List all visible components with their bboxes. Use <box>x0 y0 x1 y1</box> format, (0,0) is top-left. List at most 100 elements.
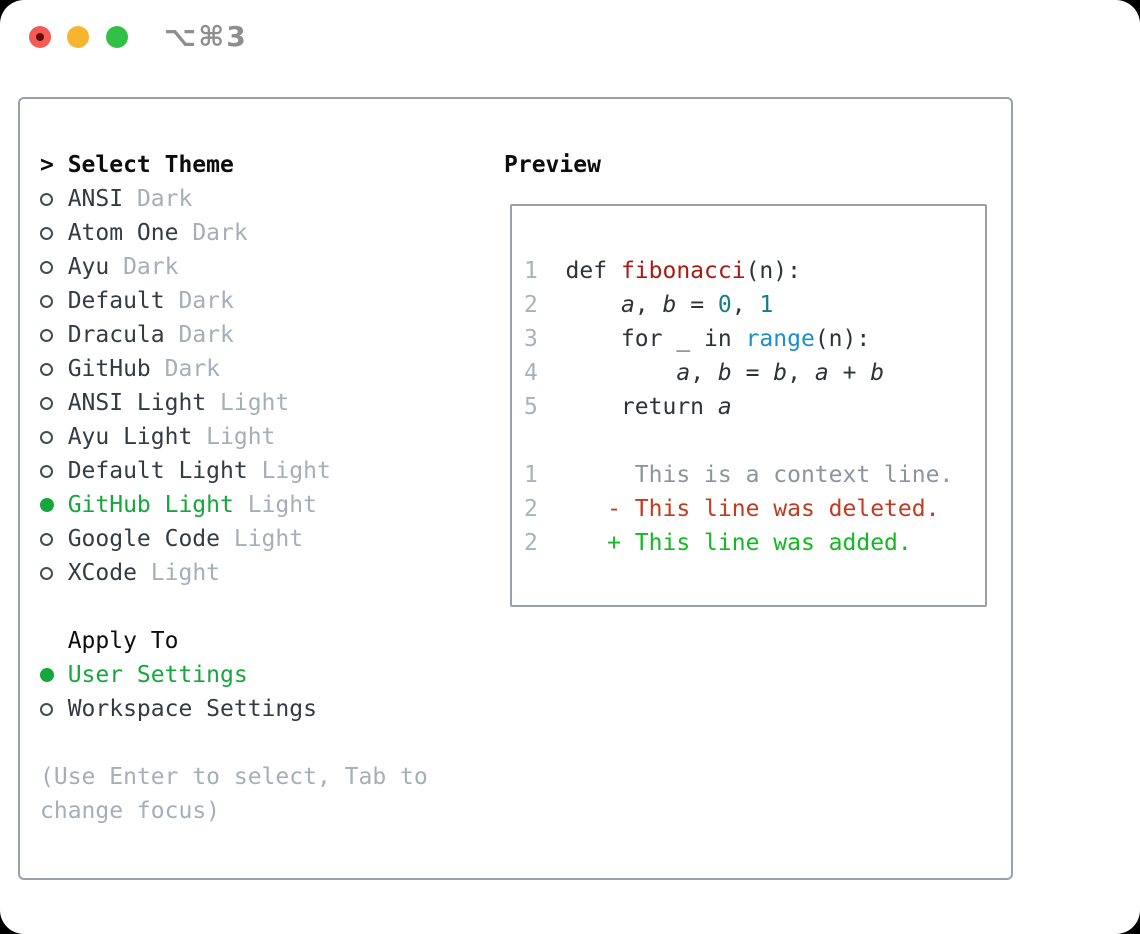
theme-item-ansi[interactable]: ANSI Dark <box>40 182 480 216</box>
select-theme-title: Select Theme <box>67 152 234 178</box>
diff-text: This line was deleted. <box>634 496 940 522</box>
code-token: (n): <box>814 326 871 352</box>
theme-item-tag: Dark <box>123 254 179 280</box>
titlebar: ⌥⌘3 <box>0 0 1140 70</box>
code-token <box>566 292 621 318</box>
theme-item-tag: Dark <box>136 186 193 212</box>
close-button[interactable] <box>29 26 51 48</box>
code-token: , <box>634 292 663 318</box>
apply-option-user-settings[interactable]: User Settings <box>40 658 480 692</box>
code-token: b <box>717 360 732 386</box>
code-token: b <box>870 360 885 386</box>
apply-to-header: Apply To <box>40 624 480 658</box>
radio-icon <box>40 532 68 546</box>
code-token: def <box>565 258 621 284</box>
theme-item-tag: Light <box>220 390 290 416</box>
code-token: 1 <box>759 292 774 318</box>
theme-item-tag: Light <box>261 458 331 484</box>
theme-item-xcode[interactable]: XCode Light <box>40 556 480 590</box>
theme-item-name: Dracula <box>67 322 179 348</box>
blank-line <box>524 424 953 458</box>
code-token: for _ in <box>565 326 746 352</box>
theme-item-tag: Light <box>233 526 304 552</box>
apply-option-label: Workspace Settings <box>67 696 317 722</box>
theme-item-name: Google Code <box>67 526 234 552</box>
apply-to-title: Apply To <box>67 628 179 654</box>
diff-marker: + <box>607 530 635 556</box>
radio-icon <box>40 566 68 580</box>
line-number: 2 <box>524 496 608 522</box>
diff-line-context: 1 This is a context line. <box>524 458 953 492</box>
theme-item-ayu-light[interactable]: Ayu Light Light <box>40 420 480 454</box>
theme-item-name: GitHub <box>67 356 165 382</box>
line-number: 1 <box>524 258 566 284</box>
radio-icon <box>40 702 68 716</box>
theme-item-name: Ayu <box>67 254 124 280</box>
code-token: b <box>773 360 788 386</box>
line-number: 4 <box>524 360 566 386</box>
code-line: 5 return a <box>524 390 953 424</box>
theme-item-tag: Dark <box>178 288 234 314</box>
code-line: 2 a, b = 0, 1 <box>524 288 953 322</box>
radio-icon <box>40 294 68 308</box>
radio-icon <box>40 328 68 342</box>
zoom-button[interactable] <box>106 26 128 48</box>
code-token: a <box>620 292 635 318</box>
theme-item-atom-one[interactable]: Atom One Dark <box>40 216 480 250</box>
radio-icon <box>40 430 68 444</box>
theme-item-name: Atom One <box>67 220 193 246</box>
theme-item-name: ANSI Light <box>67 390 221 416</box>
code-token: a <box>676 360 691 386</box>
theme-item-google-code[interactable]: Google Code Light <box>40 522 480 556</box>
theme-item-name: XCode <box>67 560 151 586</box>
minimize-button[interactable] <box>67 26 89 48</box>
theme-item-tag: Light <box>150 560 221 586</box>
apply-option-label: User Settings <box>67 662 248 688</box>
radio-icon <box>40 192 68 206</box>
theme-item-name: GitHub Light <box>67 492 248 518</box>
radio-icon <box>40 260 68 274</box>
diff-line-added: 2 + This line was added. <box>524 526 953 560</box>
theme-item-name: Default Light <box>67 458 262 484</box>
code-token: fibonacci <box>620 258 746 284</box>
theme-item-tag: Light <box>206 424 276 450</box>
theme-item-github-light[interactable]: GitHub Light Light <box>40 488 480 522</box>
code-token: range <box>745 326 815 352</box>
hint-text-line2: change focus) <box>40 798 221 824</box>
code-token: = <box>731 360 774 386</box>
radio-selected-icon <box>40 668 68 682</box>
theme-item-dracula[interactable]: Dracula Dark <box>40 318 480 352</box>
theme-item-ansi-light[interactable]: ANSI Light Light <box>40 386 480 420</box>
line-number: 1 <box>524 462 608 488</box>
diff-line-deleted: 2 - This line was deleted. <box>524 492 953 526</box>
code-token: return <box>565 394 718 420</box>
preview-title: Preview <box>504 152 601 178</box>
prompt-cursor: > <box>40 152 54 178</box>
line-number: 2 <box>524 292 566 318</box>
theme-item-tag: Dark <box>164 356 221 382</box>
code-token: 0 <box>717 292 732 318</box>
radio-selected-icon <box>40 498 68 512</box>
spacer-row <box>40 590 480 624</box>
code-token: (n): <box>745 258 801 284</box>
code-token: , <box>731 292 760 318</box>
theme-item-default[interactable]: Default Dark <box>40 284 480 318</box>
code-line: 3 for _ in range(n): <box>524 322 953 356</box>
diff-text: This line was added. <box>634 530 912 556</box>
theme-item-tag: Light <box>247 492 317 518</box>
theme-item-tag: Dark <box>192 220 248 246</box>
code-token: + <box>828 360 871 386</box>
apply-option-workspace-settings[interactable]: Workspace Settings <box>40 692 480 726</box>
code-token <box>566 360 677 386</box>
line-number: 3 <box>524 326 566 352</box>
diff-text: This is a context line. <box>634 462 954 488</box>
theme-item-default-light[interactable]: Default Light Light <box>40 454 480 488</box>
theme-item-ayu[interactable]: Ayu Dark <box>40 250 480 284</box>
theme-item-github[interactable]: GitHub Dark <box>40 352 480 386</box>
spacer-row <box>40 726 480 760</box>
